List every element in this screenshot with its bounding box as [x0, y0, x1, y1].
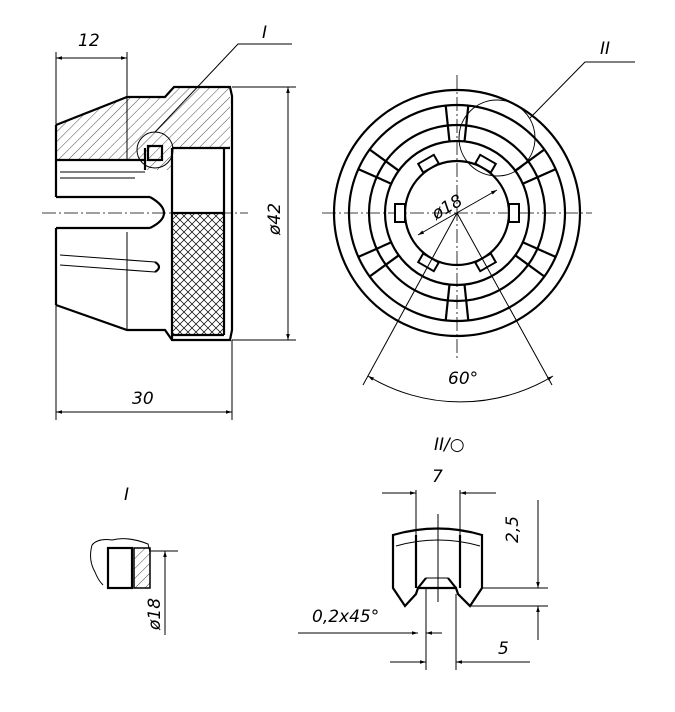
rib-line: [444, 284, 451, 321]
dim-chamfer-label: 0,2x45°: [312, 607, 379, 627]
side-section-hatched: [56, 87, 230, 170]
detail-II-title: II/○: [434, 435, 465, 455]
rib-line: [463, 284, 470, 321]
knurled-ring: [172, 213, 224, 335]
detail-II: II/○ 7 2,5 0,2x45° 5: [298, 435, 548, 670]
front-view: ø18 II 60°: [322, 39, 635, 403]
inner-tooth: [416, 252, 441, 273]
rib-line: [357, 168, 392, 185]
rib-line: [514, 148, 546, 172]
rib-line: [444, 105, 451, 142]
dim-12-label: 12: [78, 31, 100, 51]
rib-line: [463, 105, 470, 142]
dim-d42-label: ø42: [265, 203, 285, 236]
rib-line: [514, 254, 546, 278]
rib-line: [522, 241, 557, 258]
inner-tooth: [416, 153, 441, 174]
detail-I-hatch: [133, 547, 151, 589]
front-ribs: [357, 105, 557, 321]
rib-line: [357, 241, 392, 258]
leader-I-label: I: [262, 23, 267, 43]
detail-I: I ø18: [90, 485, 178, 635]
rib-line: [368, 254, 400, 278]
detail-I-title: I: [124, 485, 129, 505]
detail-I-dim-label: ø18: [145, 598, 165, 631]
leader-II-label: II: [600, 39, 610, 59]
dim-5-label: 5: [498, 639, 509, 659]
inner-tooth: [394, 203, 406, 223]
front-teeth: [394, 153, 520, 273]
inner-tooth: [508, 203, 520, 223]
rib-line: [368, 148, 400, 172]
dim-2-5-label: 2,5: [503, 516, 523, 543]
dim-7-label: 7: [432, 467, 443, 487]
dim-30-label: 30: [132, 389, 154, 409]
inner-tooth: [473, 153, 498, 174]
dim-60deg-label: 60°: [448, 369, 478, 389]
side-view: I 12 30 ø42: [42, 23, 296, 420]
inner-tooth: [473, 252, 498, 273]
rib-line: [522, 168, 557, 185]
